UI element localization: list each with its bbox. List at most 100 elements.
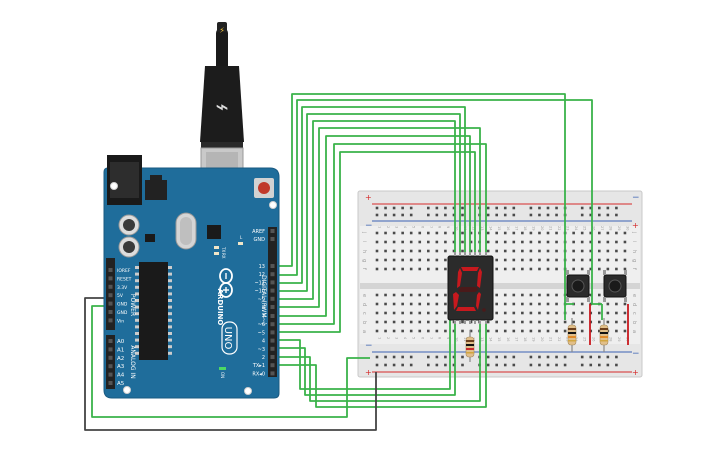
wire-pin2-seg[interactable] [279,320,481,402]
terminal-hole[interactable] [495,240,498,244]
terminal-hole[interactable] [546,302,550,306]
rail-hole[interactable] [503,206,507,210]
terminal-hole[interactable] [512,311,516,315]
rail-hole[interactable] [563,355,567,359]
rail-hole[interactable] [409,206,413,210]
wire-pin5-seg[interactable] [279,151,476,333]
terminal-hole[interactable] [589,249,593,253]
rail-hole[interactable] [529,213,533,217]
terminal-hole[interactable] [469,231,473,235]
terminal-hole[interactable] [392,231,396,235]
rail-hole[interactable] [401,213,404,217]
rail-hole[interactable] [503,363,507,367]
rail-hole[interactable] [589,363,593,367]
terminal-hole[interactable] [546,311,550,315]
terminal-hole[interactable] [606,240,610,244]
terminal-hole[interactable] [495,249,498,253]
terminal-hole[interactable] [538,258,541,262]
terminal-hole[interactable] [495,320,498,324]
terminal-hole[interactable] [486,320,490,324]
terminal-hole[interactable] [572,311,575,315]
terminal-hole[interactable] [606,320,610,324]
terminal-hole[interactable] [521,302,524,306]
terminal-hole[interactable] [495,302,498,306]
terminal-hole[interactable] [392,293,396,297]
terminal-hole[interactable] [512,293,516,297]
terminal-hole[interactable] [503,240,507,244]
rail-hole[interactable] [495,363,498,367]
terminal-hole[interactable] [512,329,516,333]
terminal-hole[interactable] [418,293,422,297]
terminal-hole[interactable] [409,311,413,315]
terminal-hole[interactable] [409,329,413,333]
rail-hole[interactable] [555,206,558,210]
wire-pin12[interactable] [279,99,602,305]
terminal-hole[interactable] [598,231,601,235]
terminal-hole[interactable] [486,231,490,235]
terminal-hole[interactable] [572,320,575,324]
rail-hole[interactable] [580,363,584,367]
terminal-hole[interactable] [606,311,610,315]
wire-pin7-seg[interactable] [279,135,471,317]
terminal-hole[interactable] [572,231,575,235]
rail-hole[interactable] [384,355,387,359]
terminal-hole[interactable] [589,293,593,297]
rail-hole[interactable] [427,355,430,359]
terminal-hole[interactable] [469,320,473,324]
terminal-hole[interactable] [623,231,627,235]
terminal-hole[interactable] [538,320,541,324]
terminal-hole[interactable] [452,240,456,244]
rail-hole[interactable] [392,213,396,217]
terminal-hole[interactable] [606,302,610,306]
terminal-hole[interactable] [444,320,447,324]
rail-hole[interactable] [546,213,550,217]
terminal-hole[interactable] [521,267,524,271]
terminal-hole[interactable] [435,267,439,271]
push-button[interactable] [566,270,590,302]
header-pin[interactable] [108,301,113,306]
terminal-hole[interactable] [435,231,439,235]
terminal-hole[interactable] [503,267,507,271]
terminal-hole[interactable] [401,311,404,315]
terminal-hole[interactable] [512,240,516,244]
rail-hole[interactable] [486,355,490,359]
terminal-hole[interactable] [623,249,627,253]
terminal-hole[interactable] [401,249,404,253]
rail-hole[interactable] [580,355,584,359]
terminal-hole[interactable] [452,231,456,235]
terminal-hole[interactable] [375,329,379,333]
terminal-hole[interactable] [538,231,541,235]
terminal-hole[interactable] [615,311,618,315]
rail-hole[interactable] [401,363,404,367]
terminal-hole[interactable] [452,329,456,333]
terminal-hole[interactable] [521,249,524,253]
terminal-hole[interactable] [409,267,413,271]
header-pin[interactable] [270,330,275,335]
terminal-hole[interactable] [444,231,447,235]
terminal-hole[interactable] [435,240,439,244]
terminal-hole[interactable] [615,302,618,306]
terminal-hole[interactable] [615,249,618,253]
rail-hole[interactable] [461,355,464,359]
terminal-hole[interactable] [580,258,584,262]
terminal-hole[interactable] [461,329,464,333]
rail-hole[interactable] [615,363,618,367]
terminal-hole[interactable] [572,258,575,262]
terminal-hole[interactable] [546,240,550,244]
rail-hole[interactable] [427,206,430,210]
header-pin[interactable] [270,288,275,293]
terminal-hole[interactable] [572,267,575,271]
terminal-hole[interactable] [598,320,601,324]
terminal-hole[interactable] [384,240,387,244]
terminal-hole[interactable] [469,329,473,333]
terminal-hole[interactable] [375,293,379,297]
terminal-hole[interactable] [606,267,610,271]
header-pin[interactable] [108,318,113,323]
rail-hole[interactable] [598,355,601,359]
rail-hole[interactable] [452,363,456,367]
terminal-hole[interactable] [512,231,516,235]
rail-hole[interactable] [606,363,610,367]
terminal-hole[interactable] [598,267,601,271]
terminal-hole[interactable] [529,240,533,244]
rail-hole[interactable] [452,355,456,359]
